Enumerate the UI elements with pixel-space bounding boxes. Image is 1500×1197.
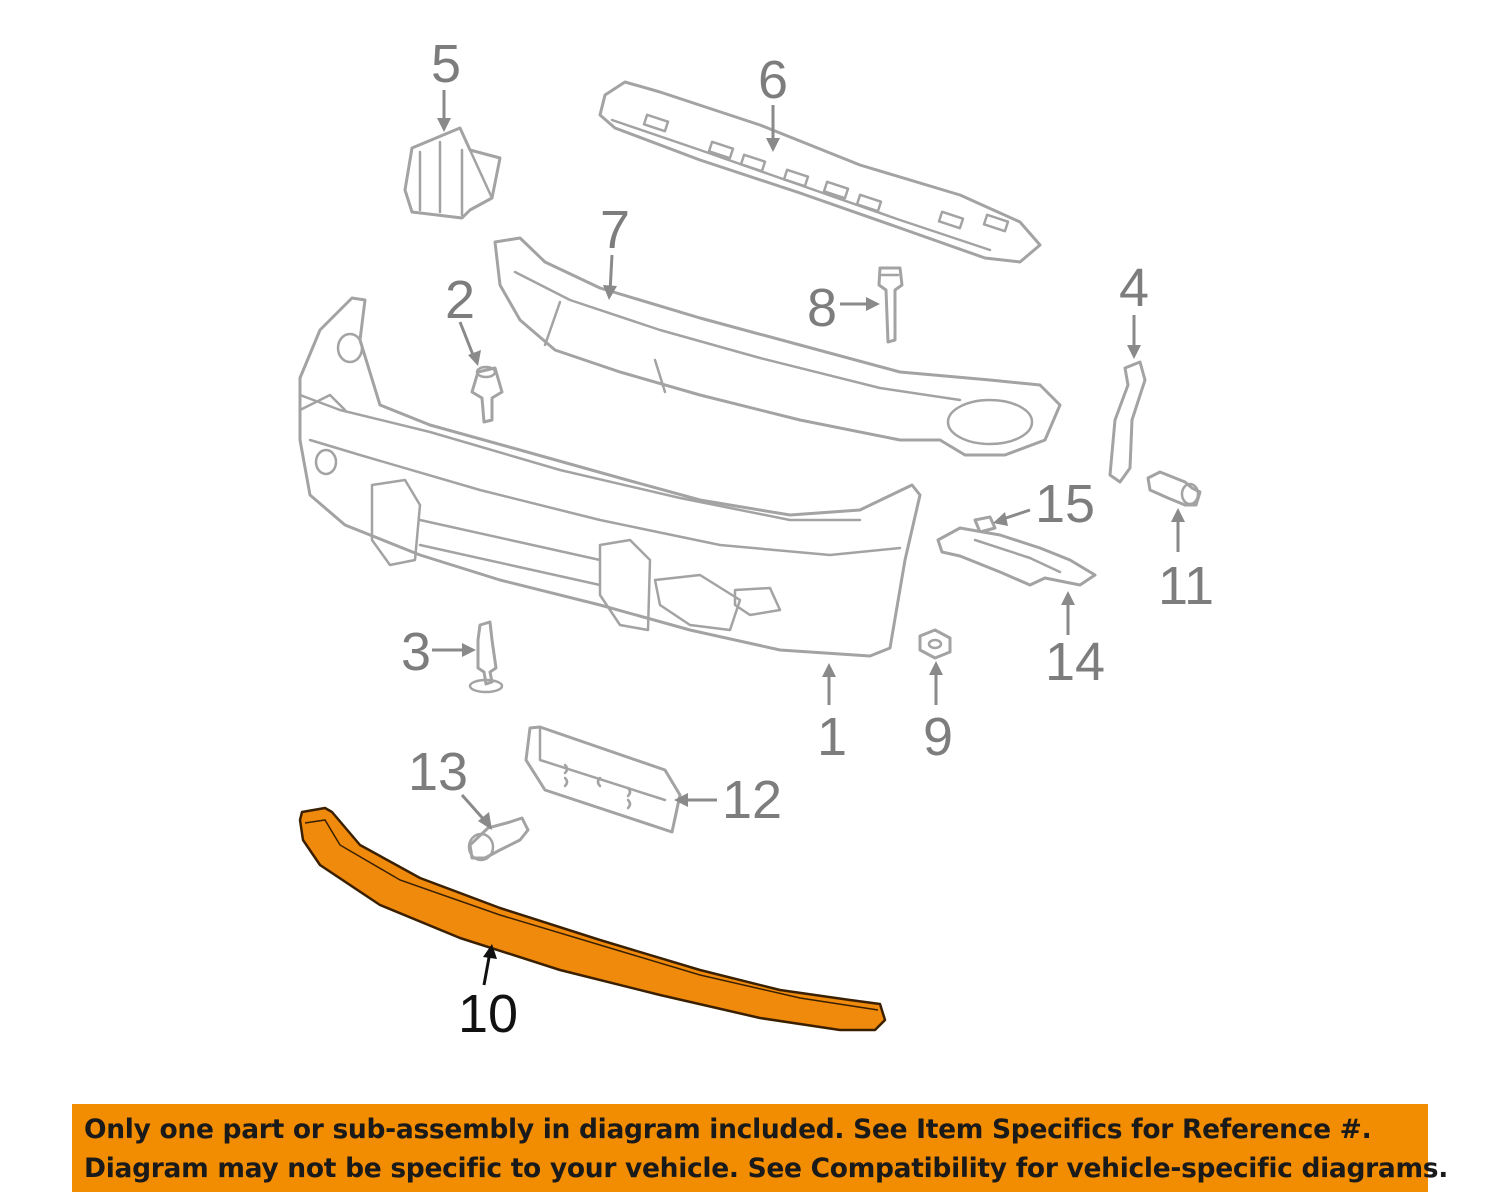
part-4-bracket (1108, 360, 1147, 484)
part-5-bracket (403, 126, 502, 220)
part-10-deflector (298, 806, 887, 1032)
callout-7: 7 (600, 200, 630, 260)
part-13-push-rivet (467, 816, 530, 862)
callout-4: 4 (1119, 258, 1149, 318)
callout-1: 1 (817, 707, 847, 767)
leader-lines (432, 90, 1185, 986)
callout-9: 9 (923, 707, 953, 767)
callout-13: 13 (408, 742, 468, 802)
disclaimer-line-2: Diagram may not be specific to your vehi… (84, 1153, 1449, 1184)
callout-labels: 5 6 7 8 2 4 15 11 14 3 1 9 13 12 10 (401, 34, 1214, 1044)
part-3-retainer (468, 620, 504, 694)
callout-14: 14 (1045, 632, 1105, 692)
part-7-absorber (493, 236, 1062, 457)
part-2-push-pin (470, 365, 504, 424)
disclaimer-banner: Only one part or sub-assembly in diagram… (72, 1104, 1449, 1192)
part-15-clip (973, 515, 997, 534)
part-14-guide (936, 526, 1097, 587)
callout-6: 6 (758, 50, 788, 110)
part-12-license-bracket (524, 725, 682, 834)
callout-12: 12 (722, 770, 782, 830)
disclaimer-line-1: Only one part or sub-assembly in diagram… (84, 1114, 1372, 1145)
callout-5: 5 (431, 34, 461, 94)
callout-11: 11 (1158, 556, 1214, 616)
part-9-nut (918, 628, 952, 660)
part-8-bolt (877, 266, 904, 344)
callout-2: 2 (445, 270, 475, 330)
callout-15: 15 (1035, 474, 1095, 534)
callout-3: 3 (401, 622, 431, 682)
part-1-bumper-cover (298, 296, 922, 658)
callout-8: 8 (807, 278, 837, 338)
part-6-reinforcement (598, 80, 1042, 264)
callout-10: 10 (458, 984, 518, 1044)
part-11-fastener (1146, 470, 1202, 507)
